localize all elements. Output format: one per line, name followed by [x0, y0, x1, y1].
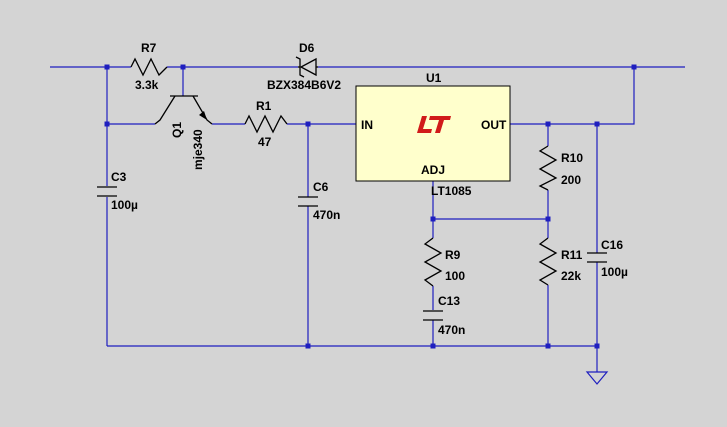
- junction-dot: [305, 121, 311, 127]
- u1-name: U1: [426, 71, 442, 85]
- resistor-r7: R7 3.3k: [130, 41, 168, 92]
- junction-dot: [545, 121, 551, 127]
- r11-value: 22k: [561, 269, 581, 283]
- u1-pin-in: IN: [361, 118, 373, 132]
- c3-name: C3: [111, 170, 127, 184]
- u1-part: LT1085: [431, 184, 472, 198]
- r7-value: 3.3k: [135, 78, 159, 92]
- capacitor-c13: C13 470n: [423, 294, 465, 337]
- junction-dot: [180, 64, 186, 70]
- u1-pin-out: OUT: [481, 118, 507, 132]
- resistor-r9: R9 100: [423, 237, 465, 287]
- capacitor-c16: C16 100µ: [587, 238, 628, 279]
- regulator-u1: U1 IN OUT ADJ LT1085: [355, 71, 511, 198]
- d6-name: D6: [299, 41, 315, 55]
- lt-logo-icon: [417, 116, 451, 133]
- q1-name: Q1: [170, 122, 184, 138]
- r10-value: 200: [561, 173, 581, 187]
- d6-value: BZX384B6V2: [267, 78, 341, 92]
- c13-name: C13: [438, 294, 460, 308]
- q1-value: mje340: [191, 129, 205, 170]
- r1-value: 47: [258, 135, 272, 149]
- r11-name: R11: [561, 248, 583, 262]
- u1-pin-adj: ADJ: [421, 163, 445, 177]
- r9-name: R9: [445, 248, 461, 262]
- junction-dot: [104, 64, 110, 70]
- resistor-r10: R10 200: [538, 145, 583, 191]
- junction-dot: [104, 121, 110, 127]
- junction-dot: [631, 64, 637, 70]
- c16-name: C16: [601, 238, 623, 252]
- wires: [50, 66, 685, 372]
- u1-body: [355, 85, 511, 182]
- c6-name: C6: [313, 180, 329, 194]
- r10-name: R10: [561, 151, 583, 165]
- c16-value: 100µ: [601, 265, 628, 279]
- junction-dot: [545, 216, 551, 222]
- resistor-r1: R1 47: [244, 99, 288, 149]
- junction-dot: [305, 343, 311, 349]
- c3-value: 100µ: [111, 198, 138, 212]
- zener-diode-d6: D6 BZX384B6V2: [267, 41, 341, 92]
- junction-dot: [545, 343, 551, 349]
- resistor-r11: R11 22k: [538, 237, 583, 286]
- ground-icon: [585, 371, 609, 385]
- junction-dot: [430, 216, 436, 222]
- transistor-q1: Q1 mje340: [154, 95, 213, 170]
- c6-value: 470n: [313, 208, 340, 222]
- r1-name: R1: [256, 99, 272, 113]
- junction-dot: [430, 343, 436, 349]
- capacitor-c3: C3 100µ: [97, 170, 138, 212]
- junction-dot: [594, 121, 600, 127]
- r7-name: R7: [141, 41, 157, 55]
- c13-value: 470n: [438, 323, 465, 337]
- capacitor-c6: C6 470n: [298, 180, 340, 222]
- wire-out: [510, 67, 635, 125]
- junction-dot: [594, 343, 600, 349]
- r9-value: 100: [445, 269, 465, 283]
- junctions: [104, 64, 637, 349]
